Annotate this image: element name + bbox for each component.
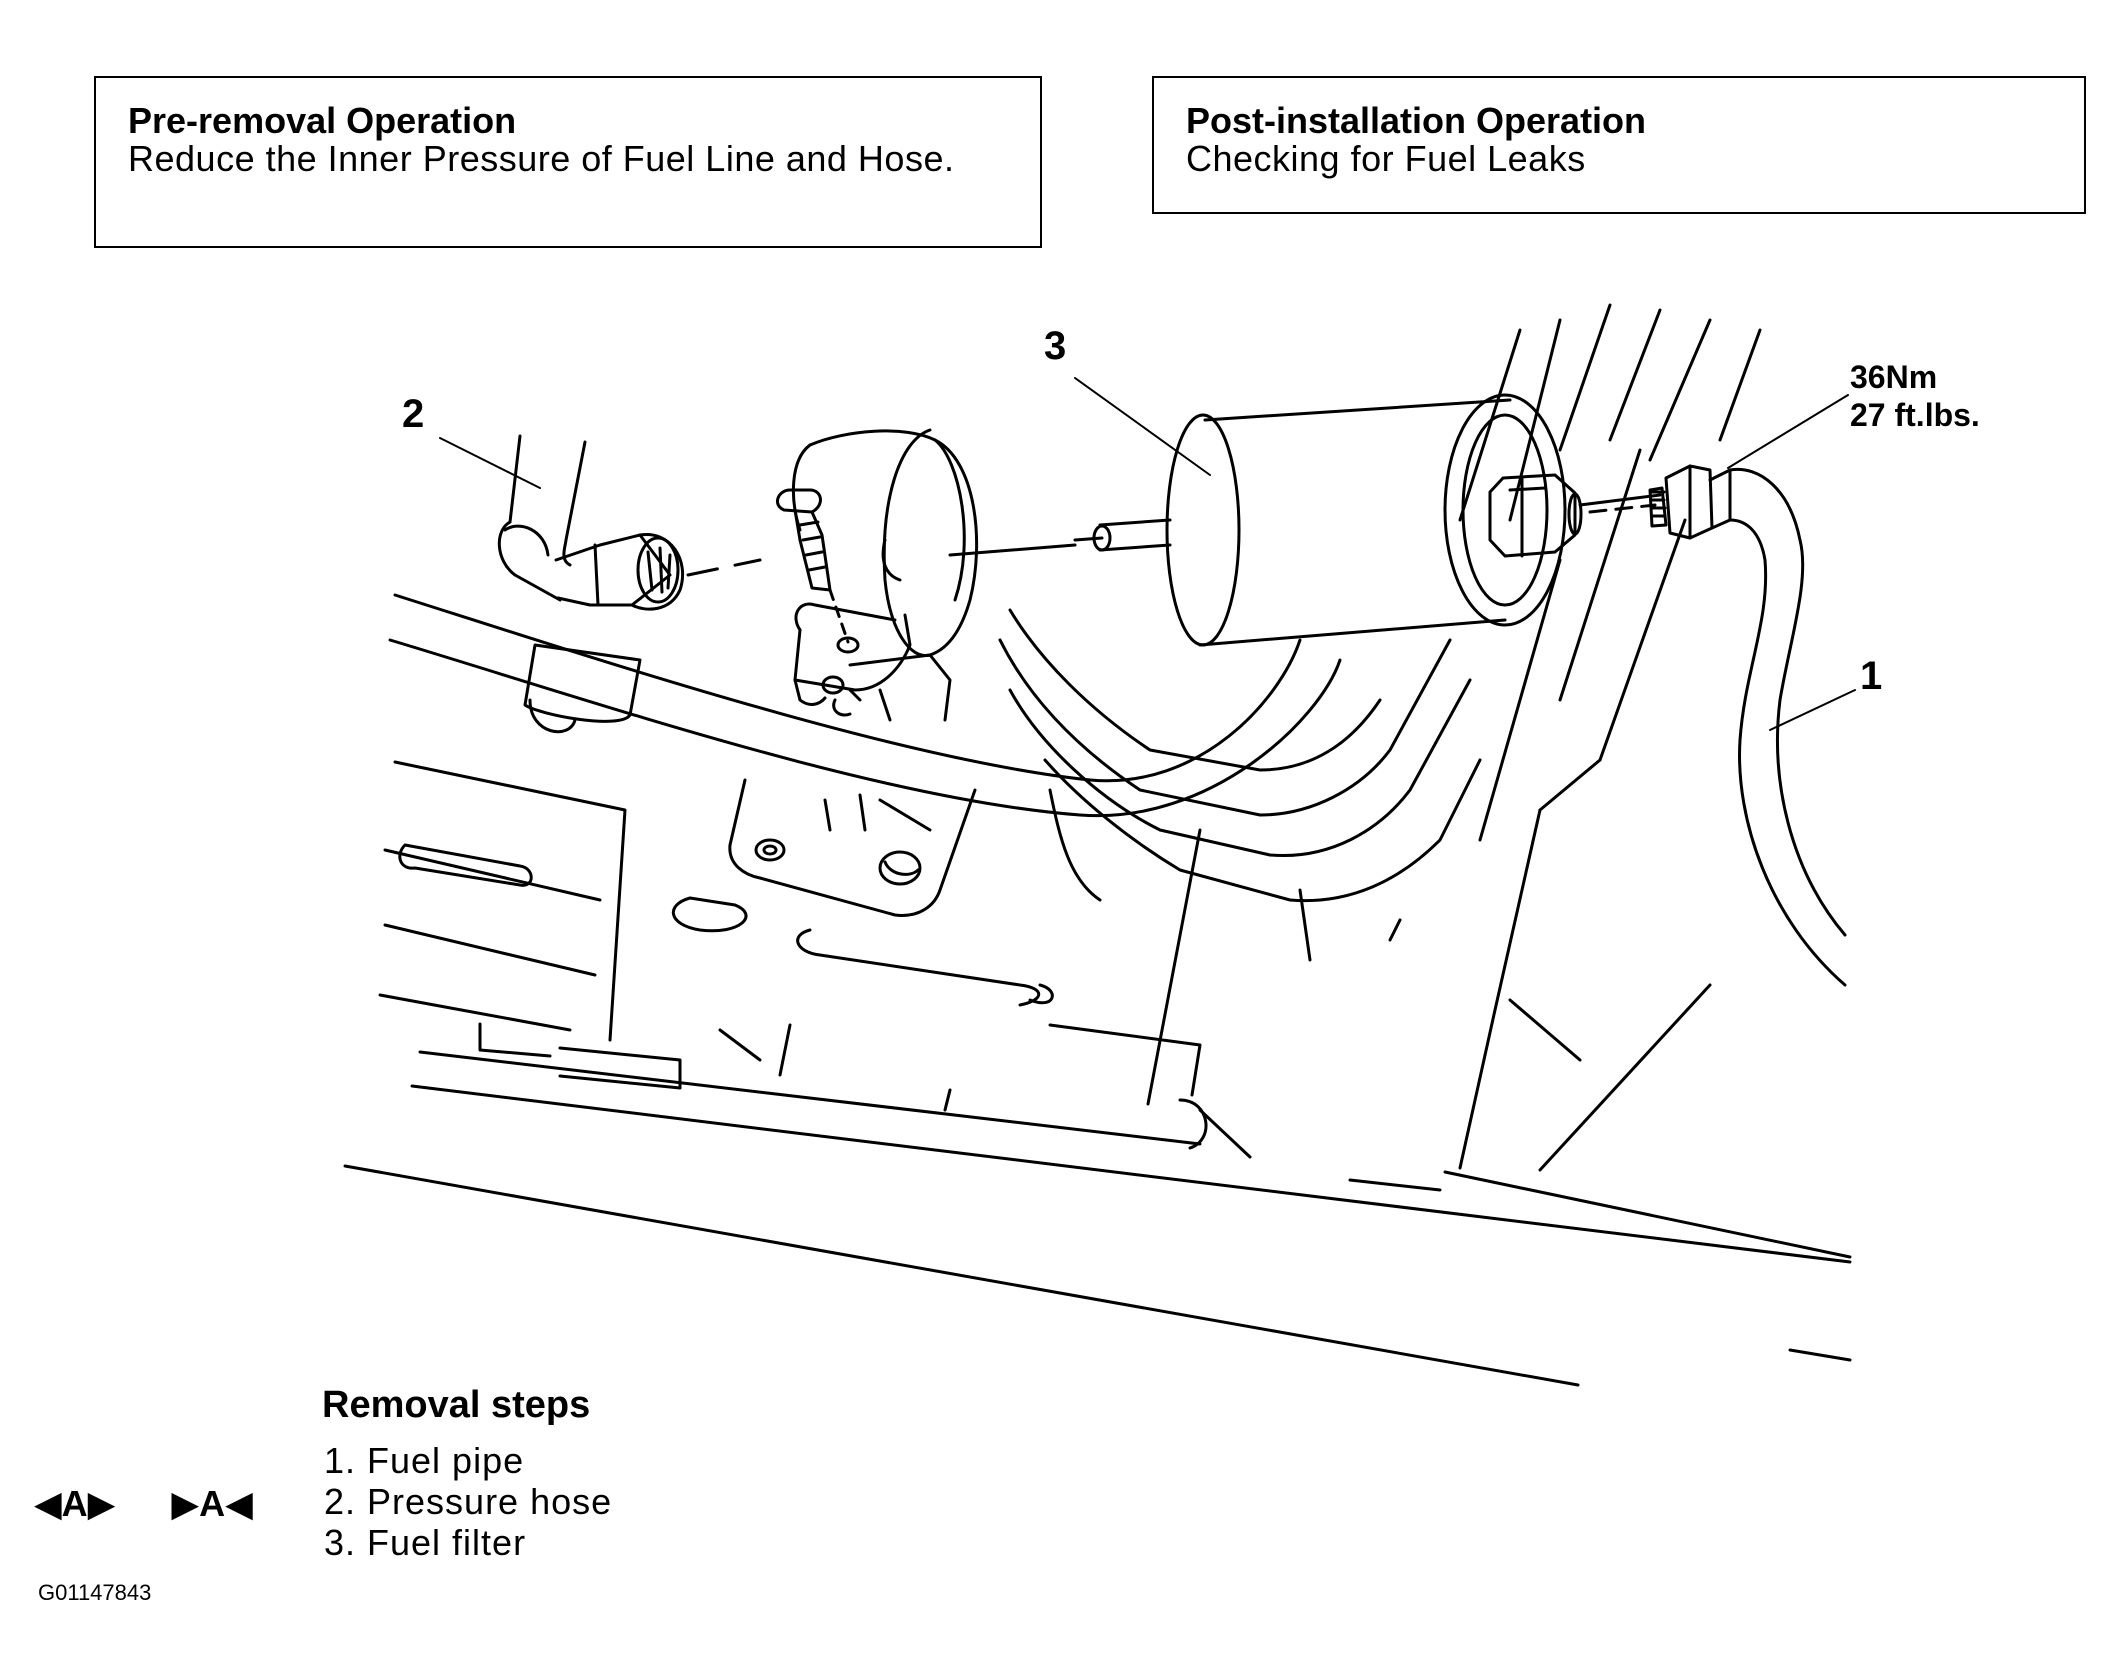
chassis-lines bbox=[343, 1050, 1852, 1387]
long-hose bbox=[388, 593, 1342, 818]
torque-imperial: 27 ft.lbs. bbox=[1850, 397, 1980, 433]
body-contours bbox=[998, 303, 1762, 1172]
leader-lines bbox=[439, 377, 1856, 731]
pressure-hose bbox=[497, 434, 685, 611]
torque-spec: 36Nm 27 ft.lbs. bbox=[1850, 358, 1980, 434]
torque-metric: 36Nm bbox=[1850, 359, 1938, 395]
mounting-bracket bbox=[728, 778, 977, 917]
fuel-filter bbox=[948, 393, 1583, 647]
clamp-bolt bbox=[775, 488, 850, 644]
figure-id: G01147843 bbox=[38, 1580, 152, 1605]
removal-marker: ◀A▶ bbox=[34, 1483, 116, 1524]
callout-fuel-filter: 3 bbox=[1044, 324, 1067, 368]
post-installation-operation-box: Post-installation Operation Checking for… bbox=[1152, 76, 2086, 214]
pre-removal-text: Reduce the Inner Pressure of Fuel Line a… bbox=[128, 138, 955, 179]
removal-step: 1. Fuel pipe bbox=[324, 1440, 525, 1481]
removal-steps-list: 1. Fuel pipe 2. Pressure hose 3. Fuel fi… bbox=[324, 1440, 612, 1563]
callout-pressure-hose: 2 bbox=[402, 392, 425, 436]
installation-marker: ▶A◀ bbox=[171, 1483, 253, 1524]
filter-clamp bbox=[791, 428, 979, 722]
floor-panel bbox=[378, 760, 1208, 1150]
removal-step: 3. Fuel filter bbox=[324, 1522, 527, 1563]
post-installation-text: Checking for Fuel Leaks bbox=[1186, 138, 1586, 179]
service-markers: ◀A▶ ▶A◀ bbox=[34, 1483, 299, 1525]
callout-fuel-pipe: 1 bbox=[1860, 654, 1883, 698]
fuel-pipe bbox=[1588, 464, 1847, 987]
alignment-line bbox=[686, 493, 1662, 577]
post-installation-title: Post-installation Operation bbox=[1186, 100, 1647, 141]
pre-removal-title: Pre-removal Operation bbox=[128, 100, 517, 141]
removal-steps-title: Removal steps bbox=[322, 1384, 591, 1426]
removal-step: 2. Pressure hose bbox=[324, 1481, 613, 1522]
pre-removal-operation-box: Pre-removal Operation Reduce the Inner P… bbox=[94, 76, 1042, 248]
